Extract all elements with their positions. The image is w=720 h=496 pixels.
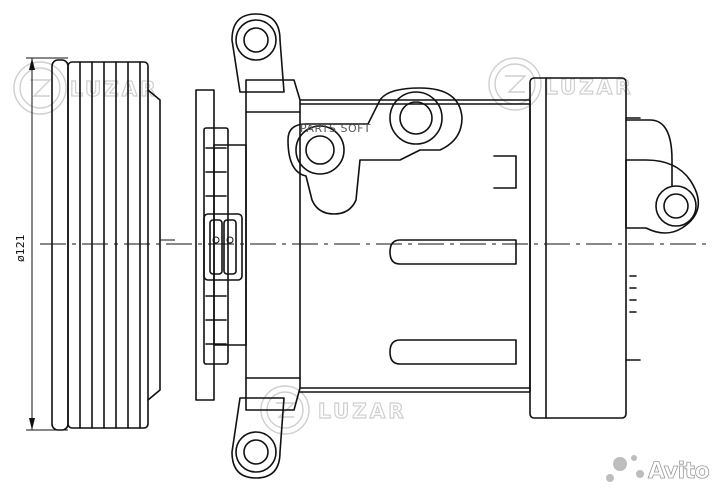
port-block	[287, 87, 463, 215]
parts-soft-watermark: PARTS SOFT	[300, 122, 371, 135]
pulley	[51, 59, 175, 431]
top-mounting-ear	[231, 13, 285, 93]
avito-watermark: Avito	[606, 455, 711, 484]
luzar-watermark-bottom: LUZAR	[260, 385, 407, 435]
diameter-label: ø121	[14, 234, 27, 262]
luzar-watermark-left: LUZAR	[13, 61, 159, 115]
luzar-watermark-text-bottom: LUZAR	[318, 399, 407, 423]
diameter-dimension: ø121	[14, 57, 68, 431]
avito-watermark-text: Avito	[648, 459, 710, 484]
luzar-watermark-right: LUZAR	[488, 57, 631, 111]
electrical-connector	[203, 213, 243, 281]
luzar-watermark-text-left: LUZAR	[70, 77, 159, 101]
rear-head	[529, 77, 673, 419]
rear-mounting-ear	[625, 159, 700, 234]
bottom-mounting-ear	[231, 397, 285, 479]
